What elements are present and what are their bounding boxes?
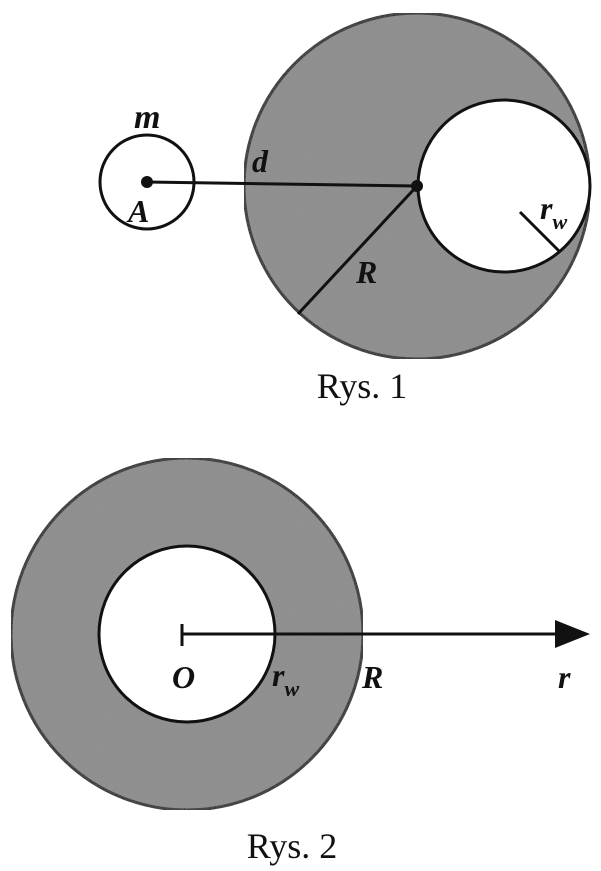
figure-1-caption: Rys. 1 — [317, 366, 408, 406]
cavity-radius-subscript: w — [552, 209, 567, 234]
radius-label: R — [355, 254, 377, 290]
cavity — [416, 98, 592, 274]
distance-line — [146, 180, 418, 188]
distance-label: d — [252, 143, 269, 179]
center-label: O — [172, 659, 195, 695]
inner-radius-label: rw — [272, 657, 299, 701]
point-A-label: A — [126, 193, 149, 229]
radius-line-R — [296, 184, 419, 316]
outer-radius-label: R — [361, 659, 383, 695]
figure-1: m A d R rw Rys. 1 — [98, 11, 592, 406]
figure-2: O rw R r Rys. 2 — [9, 456, 590, 866]
axis-label: r — [558, 659, 571, 695]
inner-radius-subscript: w — [284, 676, 299, 701]
figure-2-caption: Rys. 2 — [247, 826, 338, 866]
cavity-radius-letter: r — [540, 190, 553, 226]
sphere-center-dot — [411, 180, 423, 192]
r-axis-arrowhead — [555, 620, 590, 648]
inner-radius-letter: r — [272, 657, 285, 693]
mass-label: m — [134, 99, 160, 136]
cavity-radius-label: rw — [540, 190, 567, 234]
cavity-radius-line — [518, 210, 562, 254]
point-A-dot — [141, 176, 153, 188]
